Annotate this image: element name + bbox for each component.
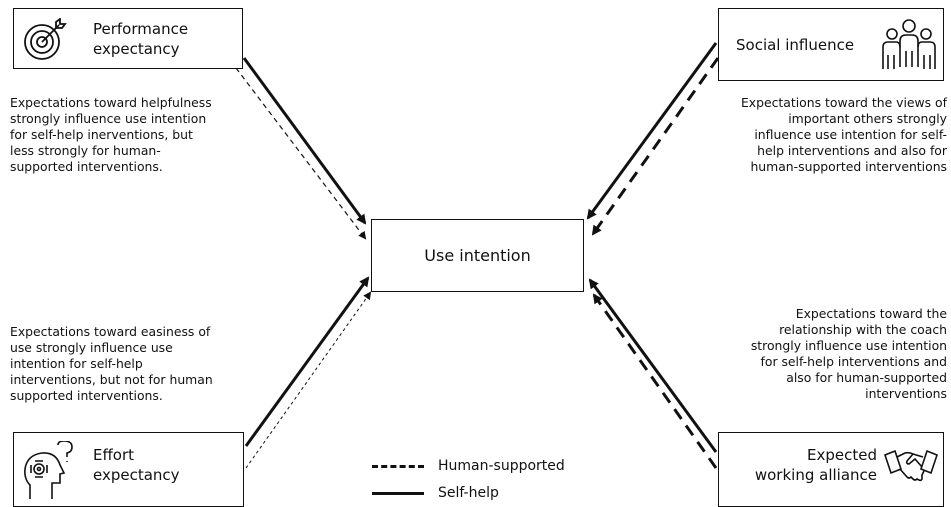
arrow-performance-human-supported	[235, 67, 367, 240]
performance-expectancy-description: Expectations toward helpfulness strongly…	[10, 95, 212, 174]
arrow-alliance-self-help	[588, 278, 718, 453]
arrow-effort-self-help	[244, 276, 370, 447]
legend-self-help-label: Self-help	[438, 485, 499, 501]
legend-human-supported-label: Human-supported	[438, 458, 565, 474]
dashed-line-swatch	[372, 464, 424, 468]
legend-human-supported: Human-supported	[372, 458, 565, 474]
social-influence-description: Expectations toward the views of importa…	[740, 95, 947, 174]
working-alliance-description: Expectations toward the relationship wit…	[750, 306, 947, 401]
group-of-people-icon	[882, 19, 936, 69]
solid-line-swatch	[372, 491, 424, 495]
use-intention-box: Use intention	[371, 219, 584, 292]
legend-self-help: Self-help	[372, 485, 499, 501]
arrow-social-self-help	[586, 42, 718, 220]
social-influence-box: Social influence	[718, 8, 944, 81]
thinking-head-icon	[24, 441, 73, 499]
effort-expectancy-label: Effort expectancy	[93, 446, 180, 484]
target-icon	[24, 18, 67, 60]
use-intention-label: Use intention	[424, 246, 531, 265]
arrow-effort-human-supported	[245, 291, 372, 469]
performance-expectancy-label: Performance expectancy	[93, 20, 189, 58]
social-influence-label: Social influence	[736, 36, 855, 54]
handshake-icon	[884, 449, 938, 482]
effort-expectancy-box: Effort expectancy	[13, 432, 244, 507]
arrow-alliance-human-supported	[592, 293, 718, 469]
working-alliance-label: Expected working alliance	[754, 446, 877, 484]
arrow-performance-self-help	[242, 57, 367, 225]
working-alliance-box: Expected working alliance	[718, 432, 944, 507]
effort-expectancy-description: Expectations toward easiness of use stro…	[10, 324, 213, 403]
arrow-social-human-supported	[591, 57, 720, 236]
performance-expectancy-box: Performance expectancy	[13, 8, 243, 69]
